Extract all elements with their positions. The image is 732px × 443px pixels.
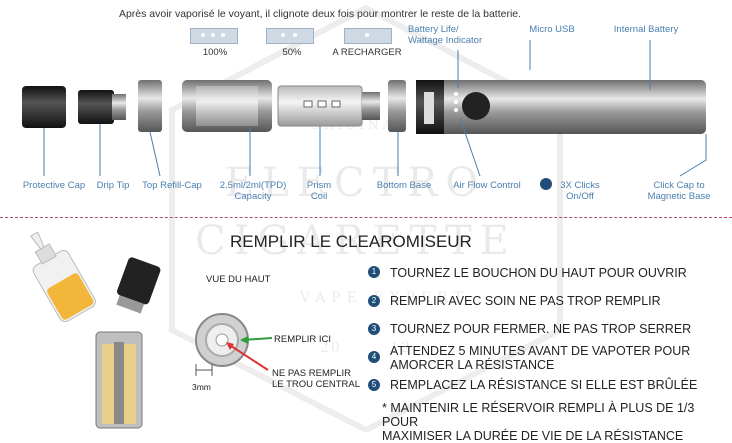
battery-label-half: 50%	[282, 47, 302, 58]
watermark-year-a: 20	[320, 340, 342, 356]
label-bottom-base: Bottom Base	[376, 180, 432, 191]
watermark-electro: ELECTRO	[225, 160, 487, 206]
label-air-flow-control: Air Flow Control	[453, 180, 521, 191]
label-clicks: 3X Clicks On/Off	[560, 180, 600, 202]
step-5-badge: 5	[368, 379, 380, 391]
step-1-text: TOURNEZ LE BOUCHON DU HAUT POUR OUVRIR	[390, 266, 687, 280]
battery-label-full: 100%	[202, 47, 228, 58]
fire-button	[462, 92, 490, 120]
top-refill-cap	[138, 80, 162, 132]
drip-tip	[78, 90, 114, 124]
step-5-text: REMPLACEZ LA RÉSISTANCE SI ELLE EST BRÛL…	[390, 378, 698, 392]
battery-indicator-recharge	[344, 28, 392, 44]
removed-top-cap	[117, 257, 161, 305]
watermark-year-b: 12	[390, 340, 412, 356]
step-3-text: TOURNEZ POUR FERMER. NE PAS TROP SERRER	[390, 322, 692, 336]
label-capacity: 2.5ml/2ml(TPD) Capacity	[219, 180, 287, 202]
battery-indicator-half	[266, 28, 314, 44]
top-view-label: VUE DU HAUT	[206, 274, 271, 285]
step-3-badge: 3	[368, 323, 380, 335]
battery-body	[416, 80, 706, 134]
filling-illustration	[30, 232, 161, 429]
label-protective-cap: Protective Cap	[22, 180, 86, 191]
dimension-label: 3mm	[192, 382, 211, 392]
battery-note: Après avoir vaporisé le voyant, il clign…	[118, 8, 522, 20]
label-click-cap: Click Cap to Magnetic Base	[647, 180, 711, 202]
step-4-badge: 4	[368, 351, 380, 363]
label-internal-battery: Internal Battery	[613, 24, 679, 35]
label-top-refill-cap: Top Refill-Cap	[142, 180, 202, 191]
label-battery-life: Battery Life/ Wattage Indicator	[408, 24, 483, 46]
label-prism-coil: Prism Coil	[306, 180, 332, 202]
exploded-device-diagram	[22, 40, 707, 190]
protective-cap	[22, 86, 66, 128]
top-view-diagram	[195, 313, 273, 376]
step-1-badge: 1	[368, 266, 380, 278]
step-2-text: REMPLIR AVEC SOIN NE PAS TROP REMPLIR	[390, 294, 661, 308]
section-title: REMPLIR LE CLEAROMISEUR	[230, 232, 472, 251]
battery-indicator-full	[190, 28, 238, 44]
watermark-vape-expert: VAPE EXPERT	[300, 290, 469, 306]
watermark-cigarette: CIGARETTE	[195, 218, 517, 264]
section-separator	[0, 217, 732, 218]
step-4-text: ATTENDEZ 5 MINUTES AVANT DE VAPOTER POUR…	[390, 344, 691, 372]
battery-label-recharge: A RECHARGER	[332, 47, 402, 58]
footnote: * MAINTENIR LE RÉSERVOIR REMPLI À PLUS D…	[382, 401, 695, 443]
fill-here-label: REMPLIR ICI	[274, 334, 332, 345]
label-micro-usb: Micro USB	[529, 24, 575, 35]
step-2-badge: 2	[368, 295, 380, 307]
bottom-base	[388, 80, 406, 132]
label-drip-tip: Drip Tip	[96, 180, 130, 191]
dont-fill-label: NE PAS REMPLIR LE TROU CENTRAL	[272, 368, 360, 390]
